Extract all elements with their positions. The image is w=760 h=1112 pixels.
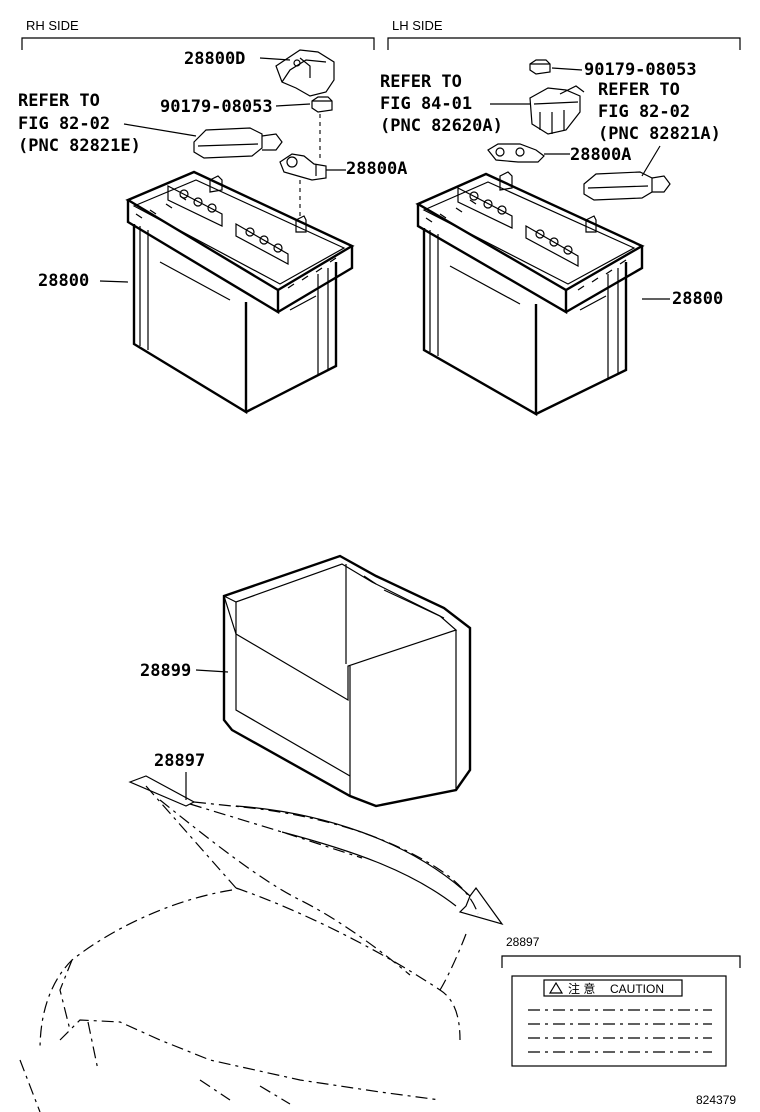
lh-terminal-part-label: 28800A (570, 145, 631, 165)
caution-text: CAUTION (610, 982, 664, 996)
label-sticker (128, 775, 363, 889)
rh-battery-cover (275, 49, 335, 97)
lh-refer-b-text: REFER TO FIG 82-02 (PNC 82821A) (598, 80, 721, 144)
rh-cover-part-label: 28800D (184, 49, 245, 69)
rh-refer-text: REFER TO FIG 82-02 (PNC 82821E) (18, 91, 141, 156)
caution-kanji: 注 意 (568, 981, 595, 996)
warning-triangle-icon (548, 981, 564, 994)
lh-battery-part-label: 28800 (672, 289, 723, 309)
battery-tray (222, 554, 472, 808)
rh-battery-part-label: 28800 (38, 271, 89, 291)
svg-text:REFER TO: REFER TO (18, 91, 100, 111)
rh-battery-terminal (279, 153, 327, 181)
vehicle-hood (19, 799, 479, 1112)
lh-fuse-block (529, 85, 585, 135)
caution-header-box (543, 979, 683, 997)
label-part-label: 28897 (154, 751, 205, 771)
svg-text:REFER TO: REFER TO (380, 72, 462, 92)
rh-side-header: RH SIDE (21, 18, 375, 50)
rh-nut (311, 96, 333, 113)
caution-label (511, 975, 727, 1067)
label-detail-part-label: 28897 (506, 935, 540, 949)
lh-battery (415, 171, 645, 417)
rh-terminal-cover (193, 127, 283, 159)
rh-terminal-part-label: 28800A (346, 159, 407, 179)
label-detail: 28897 注 意 CAUTION (501, 935, 741, 1067)
svg-text:FIG 82-02: FIG 82-02 (598, 102, 690, 122)
rh-battery (125, 170, 355, 415)
lh-nut-part-label: 90179-08053 (584, 60, 697, 80)
lh-side-header: LH SIDE (387, 18, 741, 50)
svg-text:FIG 82-02: FIG 82-02 (18, 114, 110, 134)
figure-id: 824379 (696, 1093, 736, 1107)
lh-nut (529, 59, 551, 75)
svg-text:REFER TO: REFER TO (598, 80, 680, 100)
svg-text:(PNC 82620A): (PNC 82620A) (380, 116, 503, 136)
lh-side-title: LH SIDE (392, 18, 443, 33)
rh-side-title: RH SIDE (26, 18, 79, 33)
lh-terminal (487, 143, 545, 163)
rh-nut-part-label: 90179-08053 (160, 97, 273, 117)
label-arrow (235, 805, 504, 926)
lh-refer-a-text: REFER TO FIG 84-01 (PNC 82620A) (380, 72, 503, 136)
lh-terminal-cover (583, 171, 671, 201)
svg-text:(PNC 82821A): (PNC 82821A) (598, 124, 721, 144)
tray-part-label: 28899 (140, 661, 191, 681)
svg-text:FIG 84-01: FIG 84-01 (380, 94, 472, 114)
svg-text:(PNC 82821E): (PNC 82821E) (18, 136, 141, 156)
